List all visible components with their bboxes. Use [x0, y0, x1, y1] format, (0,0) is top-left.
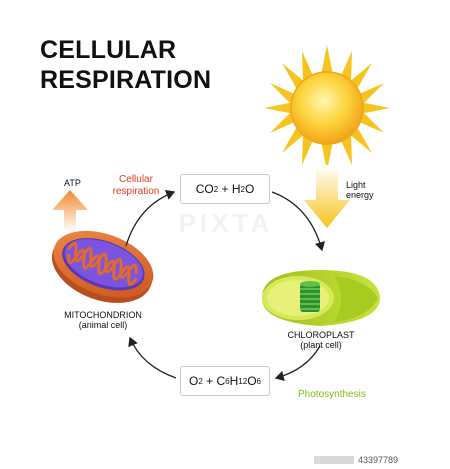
o2-subscript: 2	[198, 376, 203, 386]
photosynthesis-label: Photosynthesis	[298, 389, 366, 400]
atp-arrow	[52, 190, 88, 232]
light-energy-line-1: Light	[346, 180, 366, 190]
mitochondrion-type: (animal cell)	[78, 320, 128, 331]
c-symbol: C	[216, 374, 226, 388]
cycle-arrow-to-mitochondrion	[128, 336, 177, 379]
light-energy-arrow	[304, 165, 350, 228]
title-line-1: CELLULAR	[40, 36, 177, 64]
mitochondrion-label: MITOCHONDRION (animal cell)	[48, 310, 158, 331]
footer-logo-icon	[314, 456, 354, 464]
chloroplast-label: CHLOROPLAST (plant cell)	[276, 330, 366, 351]
cellular-respiration-line-2: respiration	[112, 185, 160, 197]
h-symbol: H	[231, 182, 241, 196]
h-subscript: 12	[238, 376, 248, 386]
sun-icon	[264, 45, 390, 171]
chloroplast-icon	[262, 270, 380, 326]
chloroplast-name: CHLOROPLAST	[287, 330, 355, 340]
cycle-arrow-to-chloroplast	[271, 191, 325, 252]
stock-id: 43397789	[358, 455, 399, 465]
o-symbol: O	[244, 182, 255, 196]
h-subscript: 2	[240, 184, 245, 194]
co2-symbol: CO	[195, 182, 214, 196]
h-symbol: H	[229, 374, 239, 388]
cycle-arrow-to-co2	[125, 189, 176, 247]
atp-label: ATP	[64, 178, 81, 188]
o-symbol: O	[247, 374, 257, 388]
c-subscript: 6	[225, 376, 230, 386]
cellular-respiration-label: Cellular respiration	[106, 174, 166, 197]
title-line-2: RESPIRATION	[40, 66, 212, 94]
stock-footer: 43397789	[314, 455, 398, 465]
o-subscript: 6	[256, 376, 261, 386]
mitochondrion-icon	[51, 230, 154, 303]
mitochondrion-name: MITOCHONDRION	[64, 310, 142, 320]
co2-subscript: 2	[213, 184, 219, 194]
thylakoid-stack-icon	[300, 281, 320, 312]
watermark: PIXTA	[179, 208, 274, 238]
plus-sign: +	[202, 374, 217, 388]
chloroplast-type: (plant cell)	[300, 340, 342, 351]
cellular-respiration-line-1: Cellular	[119, 174, 153, 185]
light-energy-label: Light energy	[346, 180, 374, 201]
light-energy-line-2: energy	[346, 190, 374, 201]
cycle-arrow-to-glucose	[274, 345, 321, 382]
plus-sign: +	[218, 182, 232, 196]
o2-symbol: O	[189, 374, 199, 388]
